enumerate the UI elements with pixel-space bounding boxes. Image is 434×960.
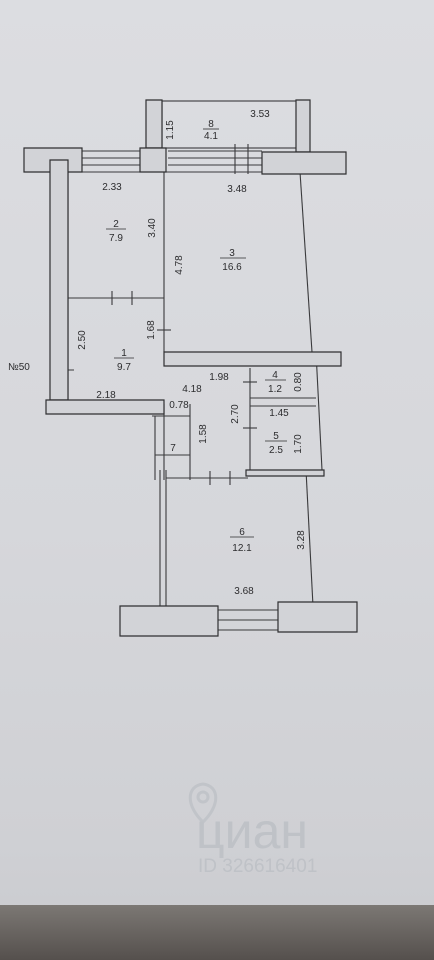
room-2-number: 2 <box>113 219 119 230</box>
apartment-label: №50 <box>8 362 30 373</box>
dim-1-45: 1.45 <box>269 408 289 419</box>
room-4-area: 1.2 <box>268 384 282 395</box>
dim-0-80: 0.80 <box>293 372 304 392</box>
room-8-area: 4.1 <box>204 131 218 142</box>
room-4-number: 4 <box>272 370 278 381</box>
room-1-area: 9.7 <box>117 362 131 373</box>
dim-2-33: 2.33 <box>102 182 122 193</box>
room-6-area: 12.1 <box>232 543 252 554</box>
table-edge <box>0 905 434 960</box>
dim-2-50: 2.50 <box>77 330 88 350</box>
dim-1-15: 1.15 <box>165 120 176 140</box>
room-6-number: 6 <box>239 527 245 538</box>
room-8-number: 8 <box>208 119 214 130</box>
room-5-area: 2.5 <box>269 445 283 456</box>
dim-1-68: 1.68 <box>146 320 157 340</box>
dim-0-78: 0.78 <box>169 400 189 411</box>
room-3-number: 3 <box>229 248 235 259</box>
cian-id: ID 326616401 <box>198 856 317 877</box>
plan-lines <box>52 100 323 631</box>
dim-3-68: 3.68 <box>234 586 254 597</box>
dim-2-70: 2.70 <box>230 404 241 424</box>
dim-3-28: 3.28 <box>296 530 307 550</box>
room-3-area: 16.6 <box>222 262 242 273</box>
room-7-number: 7 <box>170 443 176 454</box>
room-2-area: 7.9 <box>109 233 123 244</box>
cian-brand: циан <box>196 803 308 859</box>
dim-3-53: 3.53 <box>250 109 270 120</box>
plan-labels: №50 8 4.1 2 7.9 3 16.6 1 9.7 4 1.2 5 2.5… <box>8 109 307 597</box>
room-1-number: 1 <box>121 348 127 359</box>
plan-walls <box>23 99 358 637</box>
dim-3-48: 3.48 <box>227 184 247 195</box>
dim-4-78: 4.78 <box>174 255 185 275</box>
dim-1-98: 1.98 <box>209 372 229 383</box>
dim-4-18: 4.18 <box>182 384 202 395</box>
location-pin-icon <box>188 782 218 825</box>
room-5-number: 5 <box>273 431 279 442</box>
dim-3-40: 3.40 <box>147 218 158 238</box>
dim-1-70: 1.70 <box>293 434 304 454</box>
cian-watermark: циан ID 326616401 <box>188 782 317 877</box>
dim-1-58: 1.58 <box>198 424 209 444</box>
dim-2-18: 2.18 <box>96 390 116 401</box>
